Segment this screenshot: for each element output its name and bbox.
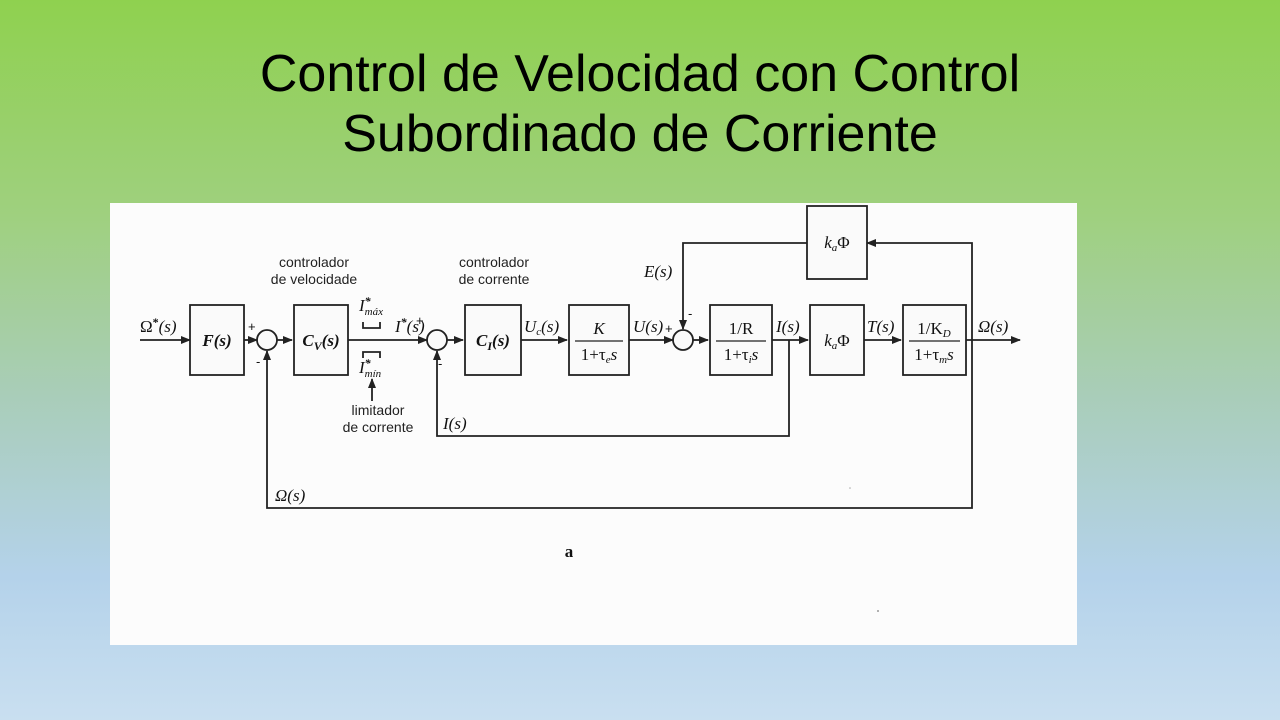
block-mechanical-denominator: 1+τms <box>914 345 954 366</box>
block-torque-constant-label: kaΦ <box>824 331 849 352</box>
sign-sum2-minus: - <box>438 356 442 371</box>
annotation-current-controller-1: controlador <box>459 254 529 270</box>
block-current-controller-label: CI(s) <box>476 331 510 353</box>
sign-sum1-plus: + <box>248 319 256 334</box>
block-diagram-figure: F(s) CV(s) CI(s) K 1+τes 1/R 1+τis kaΦ <box>110 203 1077 645</box>
slide-title-line-2: Subordinado de Corriente <box>342 105 938 163</box>
wire-current-feedback <box>433 340 790 437</box>
sign-sum1-minus: - <box>256 354 260 369</box>
block-diagram: F(s) CV(s) CI(s) K 1+τes 1/R 1+τis kaΦ <box>140 205 1021 612</box>
block-current-controller: CI(s) <box>464 304 522 376</box>
block-emf-constant: kaΦ <box>806 205 868 280</box>
signal-voltage: U(s) <box>633 317 664 336</box>
summing-junction-current <box>426 329 448 351</box>
signal-speed-feedback: Ω(s) <box>275 486 306 505</box>
summing-junction-speed <box>256 329 278 351</box>
wire-emf-feedback-out <box>866 239 973 340</box>
signal-back-emf: E(s) <box>643 262 673 281</box>
signal-current-max: I*máx <box>358 294 383 318</box>
block-converter-numerator: K <box>592 319 606 338</box>
limiter-lower-mark <box>362 351 381 358</box>
signal-current-feedback: I(s) <box>442 414 467 433</box>
signal-control-voltage: Uc(s) <box>524 317 559 338</box>
signal-speed-output: Ω(s) <box>978 317 1009 336</box>
slide-title: Control de Velocidad con Control Subordi… <box>0 44 1280 164</box>
block-mechanical: 1/KD 1+τms <box>902 304 967 376</box>
figure-label: a <box>565 542 574 561</box>
summing-junction-voltage <box>672 329 694 351</box>
block-speed-controller: CV(s) <box>293 304 349 376</box>
block-torque-constant: kaΦ <box>809 304 865 376</box>
wire-speed-feedback <box>263 340 973 509</box>
annotation-speed-controller-1: controlador <box>279 254 349 270</box>
limiter-upper-mark <box>362 322 381 329</box>
wire-emf-feedback-in <box>679 242 807 330</box>
block-armature: 1/R 1+τis <box>709 304 773 376</box>
annotation-limiter-2: de corrente <box>343 419 414 435</box>
block-speed-controller-label: CV(s) <box>302 331 339 353</box>
annotation-limiter-1: limitador <box>352 402 405 418</box>
signal-current: I(s) <box>775 317 800 336</box>
signal-current-min: I*mín <box>358 356 382 380</box>
annotation-speed-controller-2: de velocidade <box>271 271 358 287</box>
block-emf-constant-label: kaΦ <box>824 233 849 254</box>
block-filter-label: F(s) <box>201 331 231 350</box>
block-filter: F(s) <box>189 304 245 376</box>
block-armature-numerator: 1/R <box>729 319 754 338</box>
slide-title-line-1: Control de Velocidad con Control <box>259 45 1021 103</box>
signal-speed-reference: Ω*(s) <box>140 315 177 336</box>
signal-current-reference: I*(s) <box>394 315 425 336</box>
block-converter: K 1+τes <box>568 304 630 376</box>
block-converter-denominator: 1+τes <box>581 345 618 366</box>
sign-sum2-plus: + <box>416 313 424 328</box>
signal-torque: T(s) <box>867 317 895 336</box>
sign-sum3-minus: - <box>688 306 692 321</box>
annotation-current-controller-2: de corrente <box>459 271 530 287</box>
block-mechanical-numerator: 1/KD <box>917 319 951 340</box>
sign-sum3-plus: + <box>665 321 673 336</box>
block-armature-denominator: 1+τis <box>724 345 759 366</box>
